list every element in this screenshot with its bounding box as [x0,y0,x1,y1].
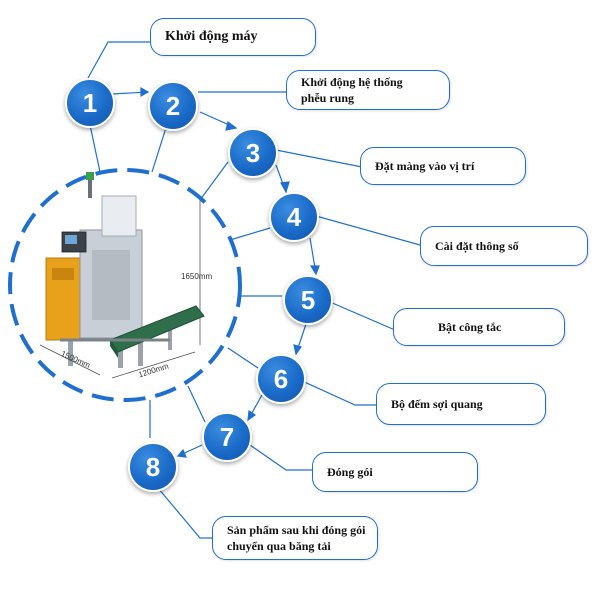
connector-8 [157,487,215,539]
ring-links [89,114,282,438]
step-8-circle: 8 [128,442,178,492]
step-4-label: Cài đặt thông số [435,239,519,253]
packing-machine-illustration [39,172,205,379]
film-roll [101,195,137,237]
step-7-label-box: Đóng gói [312,452,478,492]
connector-lines [87,41,421,539]
step-6-label: Bộ đếm sợi quang [391,397,483,411]
step-1-label-box: Khởi động máy [150,18,316,56]
step-2-label-box: Khởi động hệ thống phễu rung [286,70,450,110]
step-4-circle: 4 [269,192,319,242]
step-3-circle: 3 [228,128,278,178]
step-1-circle: 1 [65,78,115,128]
step-8-label-box: Sản phẩm sau khi đóng gói chuyển qua băn… [212,516,378,560]
connector-7 [249,444,315,471]
connector-5 [329,301,396,331]
step-5-circle: 5 [283,275,333,325]
step-6-label-box: Bộ đếm sợi quang [376,383,546,425]
height-dimension-label: 1650mm [181,272,213,281]
connector-1 [87,41,152,79]
step-5-label: Bật công tắc [438,320,502,334]
width-dim-line [39,344,101,376]
signal-tower [88,176,92,198]
step-3-label-box: Đặt màng vào vị trí [360,147,526,185]
step-3-label: Đặt màng vào vị trí [375,159,475,173]
step-7-label: Đóng gói [327,465,373,479]
connector-3 [275,149,363,168]
step-5-label-box: Bật công tắc [393,308,565,346]
step-8-label: Sản phẩm sau khi đóng gói chuyển qua băn… [227,523,366,553]
step-2-circle: 2 [148,81,198,131]
step-7-circle: 7 [202,412,252,462]
machine-ring [8,168,242,402]
depth-dim-line [111,351,196,379]
step-1-label: Khởi động máy [165,29,258,44]
step-4-label-box: Cài đặt thông số [420,226,588,266]
step-2-label: Khởi động hệ thống phễu rung [301,75,403,105]
connector-6 [299,379,385,406]
flow-arrows [111,86,320,458]
connector-4 [315,215,421,246]
step-6-circle: 6 [256,354,306,404]
